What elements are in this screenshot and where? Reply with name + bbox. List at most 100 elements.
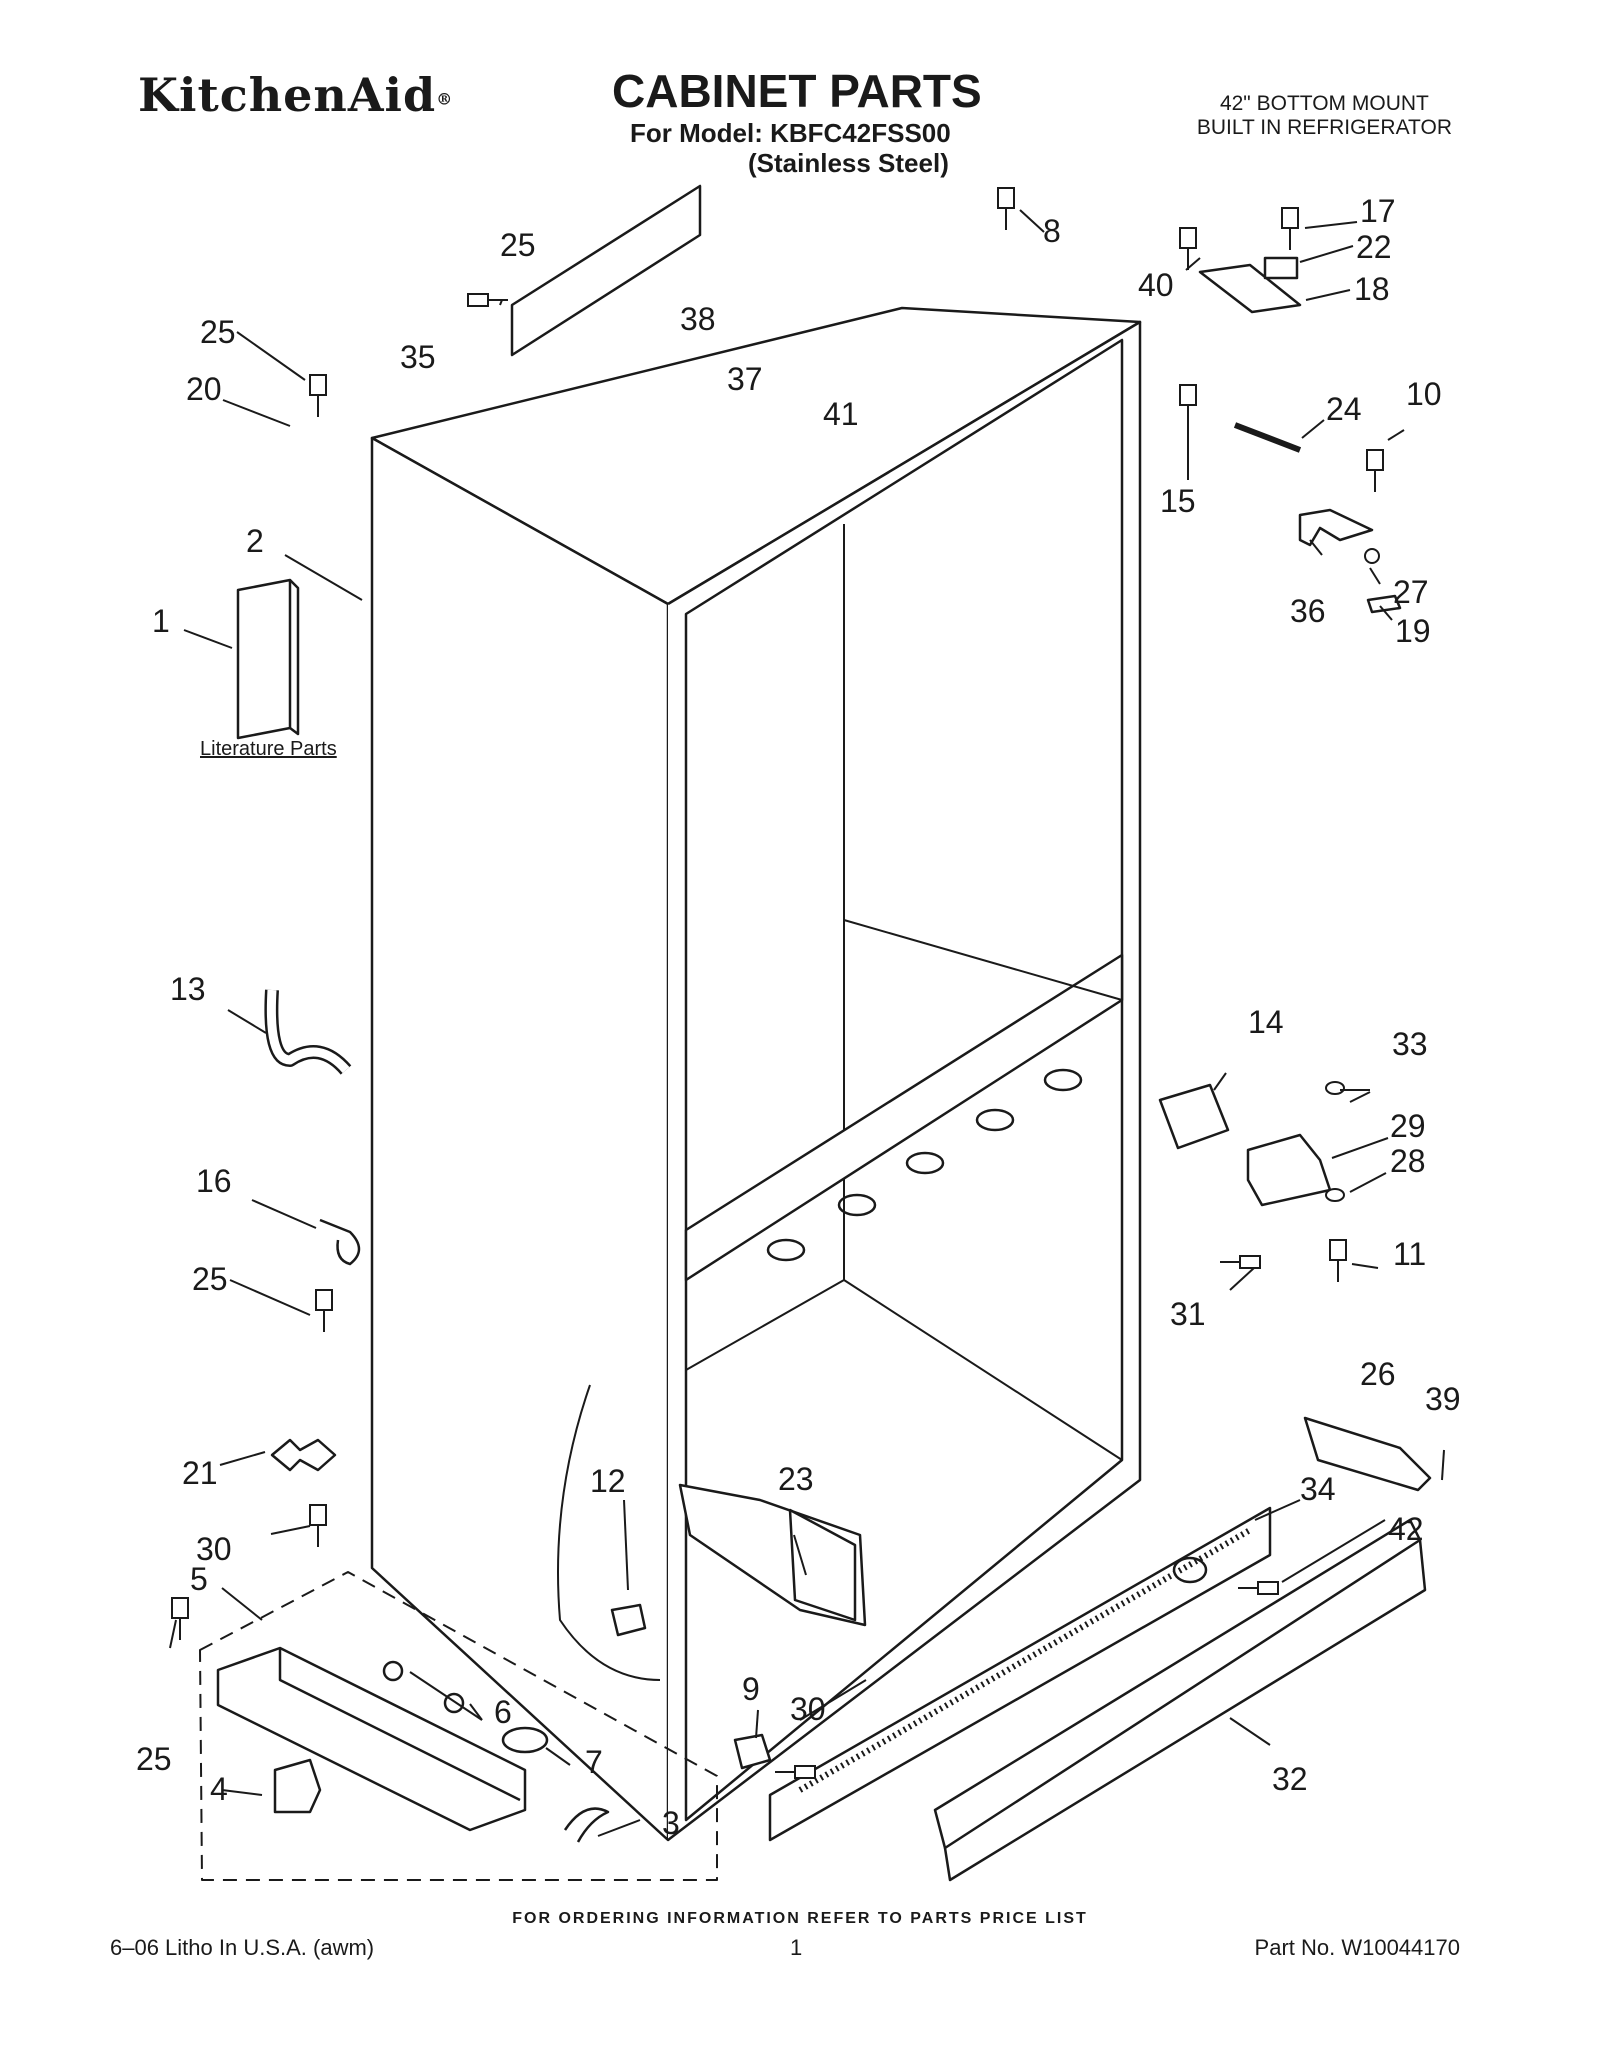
callout-34: 34 [1300,1471,1336,1507]
spring-clip [563,1807,610,1843]
description-line-2: BUILT IN REFRIGERATOR [1196,116,1452,139]
callout-13: 13 [170,971,206,1007]
rear-top-panel [510,184,702,357]
model-finish: (Stainless Steel) [748,148,949,178]
leveling-leg-plug [382,1660,404,1682]
screw [1220,1255,1261,1269]
screw [1179,384,1197,427]
grille-port [1172,1556,1208,1584]
leader-arrows [169,209,1445,1837]
callout-22: 22 [1356,229,1392,265]
rear-base-bracket [216,1646,527,1832]
callout-10: 10 [1406,376,1442,412]
callout-30: 30 [196,1531,232,1567]
brand-logo: KitchenAid® [138,68,454,122]
callout-30b: 30 [790,1691,826,1727]
callout-17: 17 [1360,193,1396,229]
screw [315,1289,333,1332]
roller-ring [501,1726,549,1754]
model-number: For Model: KBFC42FSS00 [630,118,951,148]
screw [1281,207,1299,250]
callout-21: 21 [182,1455,218,1491]
callout-26: 26 [1360,1356,1396,1392]
callout-5: 5 [190,1561,208,1597]
callout-9: 9 [742,1671,760,1707]
callout-7: 7 [585,1744,603,1780]
callout-14: 14 [1248,1004,1284,1040]
callout-39: 39 [1425,1381,1461,1417]
literature-booklet [236,578,292,740]
divider-hole [1043,1068,1083,1092]
cutaway-edge [557,1384,661,1681]
literature-parts-label: Literature Parts [200,738,337,760]
callout-3: 3 [662,1805,680,1841]
divider-hole [766,1238,806,1262]
toe-grille [768,1506,1272,1842]
cabinet-divider-back [843,919,1123,1001]
product-description: 42" BOTTOM MOUNT BUILT IN REFRIGERATOR [1197,92,1452,140]
washer-group [1325,548,1380,1202]
callout-20: 20 [186,371,222,407]
door-closer-cartridge [1303,1416,1432,1492]
tube-clamp [319,1218,361,1266]
callout-25: 25 [192,1261,228,1297]
screw [1238,1581,1279,1595]
description-line-1: 42" BOTTOM MOUNT [1219,92,1429,115]
callout-15: 15 [1160,483,1196,519]
litho-info: 6–06 Litho In U.S.A. (awm) [110,1935,375,1960]
callout-16: 16 [196,1163,232,1199]
grille-mount-clip [733,1733,772,1770]
roller-bracket [273,1758,322,1814]
callout-25b: 25 [200,314,236,350]
callout-38: 38 [680,301,716,337]
center-hinge-cover [1158,1083,1230,1150]
callout-12: 12 [590,1463,626,1499]
center-hinge [1246,1133,1332,1207]
screw [467,293,508,307]
callout-6: 6 [494,1694,512,1730]
screw [309,1504,327,1547]
callout-41: 41 [823,396,859,432]
callout-29: 29 [1390,1108,1426,1144]
hinge-spacer [1263,256,1299,280]
callout-31: 31 [1170,1296,1206,1332]
callout-24: 24 [1326,391,1362,427]
screw-group [171,187,1384,1779]
hinge-spring [1233,422,1302,453]
drain-trough [788,1508,857,1622]
screw [1179,227,1197,270]
divider-hole [975,1108,1015,1132]
callout-1: 1 [152,603,170,639]
divider-hole [837,1193,877,1217]
callout-27: 27 [1393,574,1429,610]
callout-32: 32 [1272,1761,1308,1797]
callout-37: 37 [727,361,763,397]
page-number: 1 [790,1935,803,1960]
drain-clip [610,1603,647,1637]
callout-36: 36 [1290,593,1326,629]
callout-23: 23 [778,1461,814,1497]
page-title: CABINET PARTS [612,65,982,117]
screw [171,1597,189,1640]
stop-pin-plate [1366,594,1402,614]
callout-4: 4 [210,1771,228,1807]
screw [1329,1239,1347,1282]
leveling-leg-plug [443,1692,465,1714]
screw [1366,449,1384,492]
screw [997,187,1015,230]
callout-42: 42 [1388,1511,1424,1547]
screw [309,374,327,417]
callout-25c: 25 [500,227,536,263]
divider-hole [905,1151,945,1175]
callout-8: 8 [1043,213,1061,249]
nut [1364,548,1380,564]
washer [1325,1188,1345,1202]
callout-25d: 25 [136,1741,172,1777]
rear-base-dashed-group [199,1571,718,1881]
ordering-note: FOR ORDERING INFORMATION REFER TO PARTS … [512,1910,1088,1927]
part-number: Part No. W10044170 [1254,1935,1460,1960]
callout-2: 2 [246,523,264,559]
callout-35: 35 [400,339,436,375]
callout-33: 33 [1392,1026,1428,1062]
